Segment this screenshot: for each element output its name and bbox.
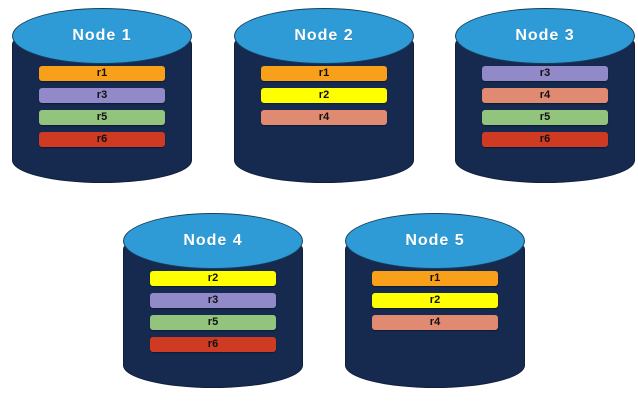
database-node-2[interactable]: Node 2 r1 r2 r4	[234, 8, 414, 183]
replica-bar-r5[interactable]: r5	[39, 110, 165, 125]
node-label: Node 2	[294, 27, 354, 44]
replica-bar-r1[interactable]: r1	[261, 66, 387, 81]
node-label: Node 5	[405, 232, 465, 249]
cylinder-top-ellipse	[345, 213, 525, 269]
replica-list: r1 r2 r4	[261, 66, 387, 125]
replica-bar-r3[interactable]: r3	[482, 66, 608, 81]
replica-bar-r6[interactable]: r6	[150, 337, 276, 352]
cylinder-top-ellipse	[455, 8, 635, 64]
database-node-1[interactable]: Node 1 r1 r3 r5 r6	[12, 8, 192, 183]
replica-bar-r1[interactable]: r1	[39, 66, 165, 81]
replica-bar-r2[interactable]: r2	[372, 293, 498, 308]
replica-bar-r6[interactable]: r6	[482, 132, 608, 147]
replica-list: r3 r4 r5 r6	[482, 66, 608, 147]
node-label: Node 1	[72, 27, 132, 44]
replica-bar-r1[interactable]: r1	[372, 271, 498, 286]
database-node-3[interactable]: Node 3 r3 r4 r5 r6	[455, 8, 635, 183]
cylinder-top-ellipse	[234, 8, 414, 64]
replica-bar-r3[interactable]: r3	[39, 88, 165, 103]
replica-list: r2 r3 r5 r6	[150, 271, 276, 352]
cylinder-top-ellipse	[123, 213, 303, 269]
replica-bar-r6[interactable]: r6	[39, 132, 165, 147]
replica-bar-r5[interactable]: r5	[150, 315, 276, 330]
database-node-4[interactable]: Node 4 r2 r3 r5 r6	[123, 213, 303, 388]
replica-bar-r3[interactable]: r3	[150, 293, 276, 308]
replica-bar-r2[interactable]: r2	[150, 271, 276, 286]
database-node-5[interactable]: Node 5 r1 r2 r4	[345, 213, 525, 388]
cylinder-top-ellipse	[12, 8, 192, 64]
replica-list: r1 r3 r5 r6	[39, 66, 165, 147]
replica-list: r1 r2 r4	[372, 271, 498, 330]
replica-bar-r4[interactable]: r4	[372, 315, 498, 330]
node-label: Node 3	[515, 27, 575, 44]
node-label: Node 4	[183, 232, 243, 249]
replica-bar-r2[interactable]: r2	[261, 88, 387, 103]
replica-bar-r4[interactable]: r4	[482, 88, 608, 103]
replica-bar-r5[interactable]: r5	[482, 110, 608, 125]
replica-bar-r4[interactable]: r4	[261, 110, 387, 125]
